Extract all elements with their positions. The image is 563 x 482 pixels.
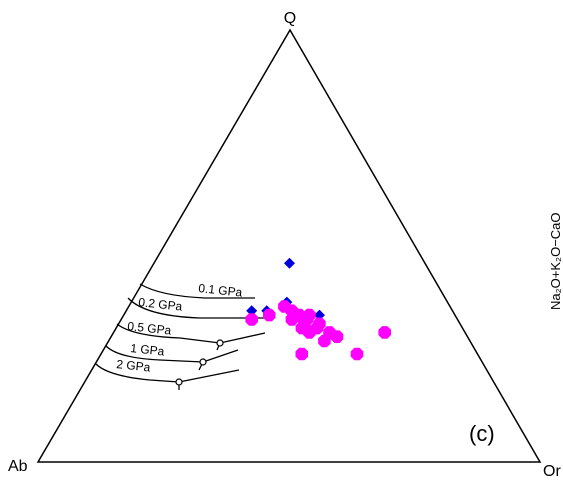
isobar-line-0.2 [127,297,268,319]
eutectic-point-0.5 [216,339,224,347]
magenta-octagon-point-4 [285,313,299,326]
triangle-frame [36,28,542,463]
isobar-label-0.1: 0.1 GPa [198,281,244,300]
isobar-curves [95,283,268,390]
panel-label: (c) [469,421,495,446]
data-markers [245,257,391,361]
magenta-octagon-point-15 [318,334,331,348]
isobar-line-2 [95,363,180,383]
isobar-label-1: 1 GPa [130,341,166,359]
isobar-line-1 [105,345,204,363]
eutectic-point-1 [199,358,207,366]
eutectic-point-2 [175,378,183,386]
isobar-line-0.1 [139,283,255,299]
magenta-octagon-point-17 [350,347,364,361]
magenta-octagon-point-14 [330,330,344,343]
isobar-branch-1 [202,349,239,363]
vertex-label-or: Or [543,463,561,480]
side-axis-label: Na₂O+K₂O−CaO [548,212,563,310]
magenta-octagon-point-16 [295,347,309,361]
isobar-label-0.5: 0.5 GPa [127,319,173,338]
magenta-octagon-point-10 [303,326,316,339]
isobar-label-0.2: 0.2 GPa [138,295,184,314]
isobar-branch-2 [178,369,240,383]
vertex-label-q: Q [284,10,296,27]
isobar-line-0.5 [116,323,221,344]
isobar-branch-0.5 [219,332,266,344]
isobar-eutectic-points [175,339,224,386]
magenta-octagon-point-12 [263,308,276,322]
isobar-label-2: 2 GPa [116,357,152,375]
vertex-label-ab: Ab [8,458,28,475]
blue-diamond-point-0 [283,257,295,269]
magenta-octagon-point-13 [245,313,258,326]
magenta-octagon-point-18 [378,326,391,339]
